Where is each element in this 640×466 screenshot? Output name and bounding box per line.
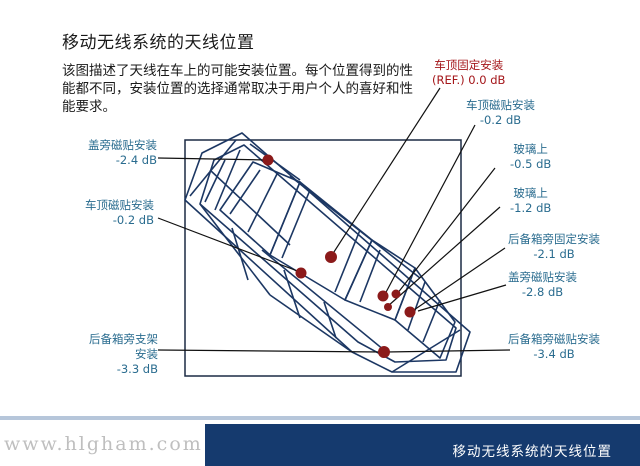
leader-trunk-fixed [410, 247, 506, 313]
footer-title: 移动无线系统的天线位置 [452, 444, 612, 460]
leader-lines [157, 87, 511, 353]
page-title: 移动无线系统的天线位置 [62, 33, 255, 53]
label-glass-1: 玻璃上 -0.5 dB [510, 142, 552, 171]
label-glass-2: 玻璃上 -1.2 dB [510, 186, 552, 215]
label-roof-magnet-right: 车顶磁贴安装 -0.2 dB [466, 98, 535, 127]
description-text: 该图描述了天线在车上的可能安装位置。每个位置得到的性能都不同，安装位置的选择通常… [62, 63, 413, 115]
diagram-frame [184, 139, 462, 377]
antenna-dot-roof-magnet-left [295, 267, 307, 279]
leader-roof-fixed [331, 87, 441, 256]
leader-roof-magnet-left [157, 217, 301, 273]
leader-trunk-mount [157, 349, 384, 353]
leader-trunk-magnet [385, 349, 511, 353]
leader-roof-magnet-right [383, 124, 476, 297]
label-trunk-fixed: 后备箱旁固定安装 -2.1 dB [508, 232, 600, 261]
antenna-dot-roof-magnet-right [377, 290, 389, 302]
watermark-url: www.hlgham.com [4, 433, 203, 455]
leader-cover-magnet-right [417, 284, 507, 312]
antenna-dot-cover-right [404, 306, 416, 318]
leader-glass-1 [396, 167, 496, 295]
label-cover-magnet-right: 盖旁磁贴安装 -2.8 dB [508, 270, 577, 299]
antenna-dot-glass-2 [384, 303, 392, 311]
label-trunk-mount: 后备箱旁支架 安装 -3.3 dB [89, 332, 158, 376]
footer-bar [205, 424, 640, 466]
antenna-dots [262, 154, 416, 358]
leader-glass-2 [387, 206, 501, 307]
antenna-dot-cover-left [262, 154, 274, 166]
leader-cover-magnet-left [157, 157, 269, 161]
label-trunk-magnet: 后备箱旁磁贴安装 -3.4 dB [508, 332, 600, 361]
label-roof-fixed: 车顶固定安装 (REF.) 0.0 dB [432, 58, 506, 87]
antenna-dot-trunk [378, 346, 390, 358]
label-roof-magnet-left: 车顶磁贴安装 -0.2 dB [85, 198, 154, 227]
antenna-dot-glass-1 [391, 289, 401, 299]
antenna-dot-roof-fixed [325, 251, 337, 263]
label-cover-magnet-left: 盖旁磁贴安装 -2.4 dB [88, 138, 157, 167]
footer-divider [0, 416, 640, 420]
